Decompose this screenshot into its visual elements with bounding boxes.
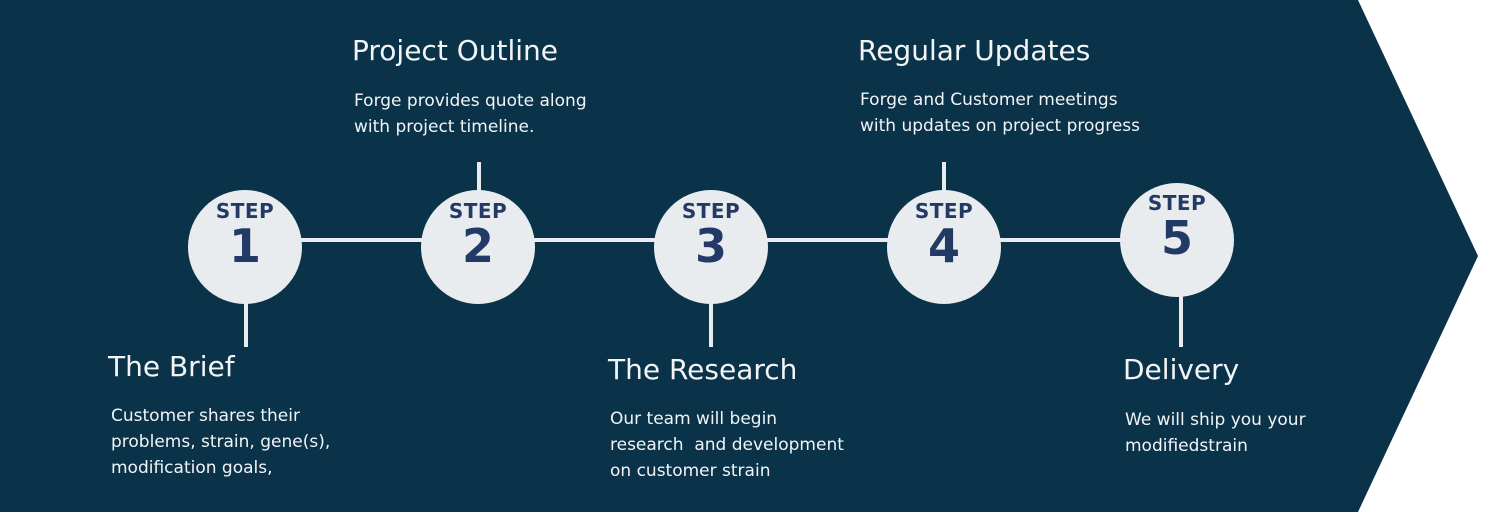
step-2-description: Forge provides quote along with project …	[354, 88, 587, 140]
step-5-description-line: We will ship you your	[1125, 410, 1306, 430]
step-4-description-line: with updates on project progress	[860, 116, 1141, 136]
step-1-description-line: problems, strain, gene(s),	[111, 432, 331, 452]
step-5-description: We will ship you your modifiedstrain	[1125, 407, 1306, 459]
step-1-description: Customer shares their problems, strain, …	[111, 403, 330, 481]
step-5-description-line: modifiedstrain	[1125, 436, 1248, 456]
step-1-description-line: modification goals,	[111, 458, 273, 478]
step-4-circle	[887, 190, 1001, 304]
step-3-description-line: Our team will begin	[610, 409, 778, 429]
step-2-description-line: Forge provides quote along	[354, 91, 587, 111]
step-4-description-line: Forge and Customer meetings	[860, 90, 1118, 110]
step-3-description-line: research and development	[610, 435, 844, 455]
step-3-circle	[654, 190, 768, 304]
step-3-title: The Research	[608, 353, 798, 386]
step-2-description-line: with project timeline.	[354, 117, 535, 137]
step-3-description: Our team will begin research and develop…	[610, 406, 844, 484]
step-1-circle	[188, 190, 302, 304]
step-1-title: The Brief	[108, 350, 235, 383]
step-3-description-line: on customer strain	[610, 461, 771, 481]
step-1-description-line: Customer shares their	[111, 406, 300, 426]
step-5-circle	[1120, 183, 1234, 297]
step-4-description: Forge and Customer meetings with updates…	[860, 87, 1140, 139]
step-2-title: Project Outline	[352, 34, 558, 67]
step-5-title: Delivery	[1123, 353, 1240, 386]
step-4-title: Regular Updates	[858, 34, 1091, 67]
step-2-circle	[421, 190, 535, 304]
